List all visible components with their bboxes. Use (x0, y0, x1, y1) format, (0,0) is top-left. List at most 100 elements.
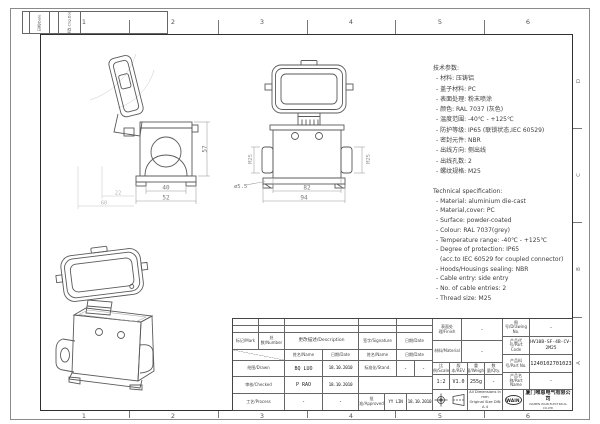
dim-40: 40 (162, 185, 170, 192)
company-name-cn: 厦门唯恩电气有限公司 (525, 390, 571, 403)
side-view-drawing: 40 52 57 22 60 (77, 53, 210, 209)
approved-name: YY LIN (385, 394, 407, 410)
revision-cell (259, 326, 285, 333)
reference-dimension-lines (77, 166, 134, 209)
corner-cell (81, 12, 167, 33)
corner-date-label: 日期/Date (37, 14, 41, 31)
checked-label: 审核/Checked (233, 377, 285, 394)
dim-22: 22 (115, 191, 122, 197)
zone-tick (218, 411, 219, 418)
company-name-en: XIAMEN WAIN ELECTRICAL CO.LTD (528, 401, 568, 410)
spec-en-line: - No. of cable entries: 2 (436, 285, 507, 293)
spec-chinese: 技术参数: - 材料: 压铸铝 - 盖子材料: PC - 表面处理: 粉末喷涂 … (433, 64, 583, 177)
process-value: - (323, 394, 359, 410)
weight-label: 重量/Weight (468, 363, 485, 375)
zone-number-top: 1 (81, 18, 87, 26)
title-block: 标记/Mark 处数/Number 更改描述/Description 签字/Si… (232, 318, 573, 411)
company-logo-cell: WAIN (503, 390, 524, 410)
mark-header: 标记/Mark (233, 333, 259, 350)
zone-number-bottom: 1 (81, 412, 87, 420)
sheet-outer-border (10, 8, 590, 420)
standardized-value: - (415, 361, 433, 377)
zone-tick (395, 20, 396, 34)
zone-number-bottom: 4 (348, 412, 354, 420)
zone-tick (129, 411, 130, 418)
revision-cell (397, 319, 433, 326)
dimension-lines (135, 121, 210, 204)
name-header: 姓名/Name (359, 350, 397, 361)
projection-symbol-icon (434, 393, 464, 407)
isometric-outline (55, 245, 155, 391)
zone-tick (484, 411, 485, 418)
spec-cn-line: - 出线孔数: 2 (436, 157, 472, 165)
date-header: 日期/Date (397, 333, 433, 350)
zone-tick (307, 20, 308, 34)
spec-en-line: - Surface: powder-coated (436, 217, 512, 225)
rev-value: V1.0 (450, 375, 468, 390)
zone-tick (395, 411, 396, 418)
approved-label: 批准/Approved (359, 394, 385, 410)
front-view-drawing: M25 M25 ø5.5 82 94 (234, 60, 372, 203)
spec-cn-line: - 密封元件: NBR (436, 137, 481, 145)
dim-94: 94 (300, 195, 308, 202)
qty-label: 数量/Qty. (485, 363, 503, 375)
zone-letter-right: A (575, 361, 582, 365)
zone-tick (129, 20, 130, 34)
part-no-value: 1240102701023 (530, 355, 572, 373)
checked-date: 18.10.2010 (323, 377, 359, 394)
date-header: 日期/Date (323, 350, 359, 361)
revision-cell (285, 326, 359, 333)
front-view-outline (261, 60, 354, 189)
spec-english: Technical specification: - Material: alu… (433, 187, 585, 303)
part-code-label: 产品代号/Part Code (503, 337, 530, 355)
corner-chg-label: 更改 Chg.Doc (67, 12, 71, 33)
checked-name: P RAO (285, 377, 323, 394)
projection-symbol-cell (433, 390, 468, 410)
note-size: Original Size DIN A 4 (469, 400, 501, 410)
zone-number-bottom: 5 (437, 412, 443, 420)
zone-number-top: 2 (170, 18, 176, 26)
spec-en-line: - Cable entry: side entry (436, 275, 509, 283)
zone-tick (573, 317, 582, 318)
dim-52: 52 (162, 195, 170, 202)
corner-cell-date: 日期/Date (30, 12, 50, 33)
zone-tick (484, 20, 485, 34)
finish-label: 表面处理/Finish (433, 319, 462, 341)
corner-cell (23, 12, 30, 33)
zone-number-top: 5 (437, 18, 443, 26)
revision-cell (359, 319, 397, 326)
zone-number-top: 6 (525, 18, 531, 26)
part-no-label: 产品料号/Part No. (503, 355, 530, 373)
scale-value: 1:2 (433, 375, 450, 390)
spec-en-line: - Colour: RAL 7037(grey) (436, 226, 510, 234)
part-name-label: 产品名称/Part Name (503, 373, 530, 390)
spec-cn-line: - 表面处理: 粉末喷涂 (436, 95, 493, 103)
revision-cell (259, 319, 285, 326)
dimension-note-cell: All Dimensions in mm Original Size DIN A… (468, 390, 503, 410)
material-value: - (462, 341, 503, 363)
part-name-value: - (530, 373, 572, 390)
spec-cn-line: - 颜色: RAL 7037 (灰色) (436, 106, 504, 114)
date-header: 日期/Date (397, 350, 433, 361)
number-header: 处数/Number (259, 333, 285, 350)
spec-en-line: - Temperature range: -40℃ - +125℃ (436, 236, 548, 244)
revision-cell (397, 326, 433, 333)
dim-82: 82 (303, 185, 311, 192)
zone-number-bottom: 3 (259, 412, 265, 420)
spec-en-title: Technical specification: (433, 188, 503, 195)
signature-header: 签字/Signature (359, 333, 397, 350)
dim-57: 57 (202, 145, 209, 153)
spec-en-line: (acc.to IEC 60529 for coupled connector) (440, 255, 564, 263)
revision-cell (359, 326, 397, 333)
drawing-no-label: 图号/Drawing No. (503, 319, 530, 337)
diagonal-cell (233, 350, 285, 361)
spec-en-line: - Hoods/Housings sealing: NBR (436, 265, 529, 273)
revision-cell (285, 319, 359, 326)
name-header: 姓名/Name (285, 350, 323, 361)
standardized-label: 标准化/Stand. (359, 361, 397, 377)
zone-tick (573, 222, 582, 223)
note-units: All Dimensions in mm (469, 390, 501, 399)
rev-label: 版本/REV. (450, 363, 468, 375)
zone-tick (218, 20, 219, 34)
